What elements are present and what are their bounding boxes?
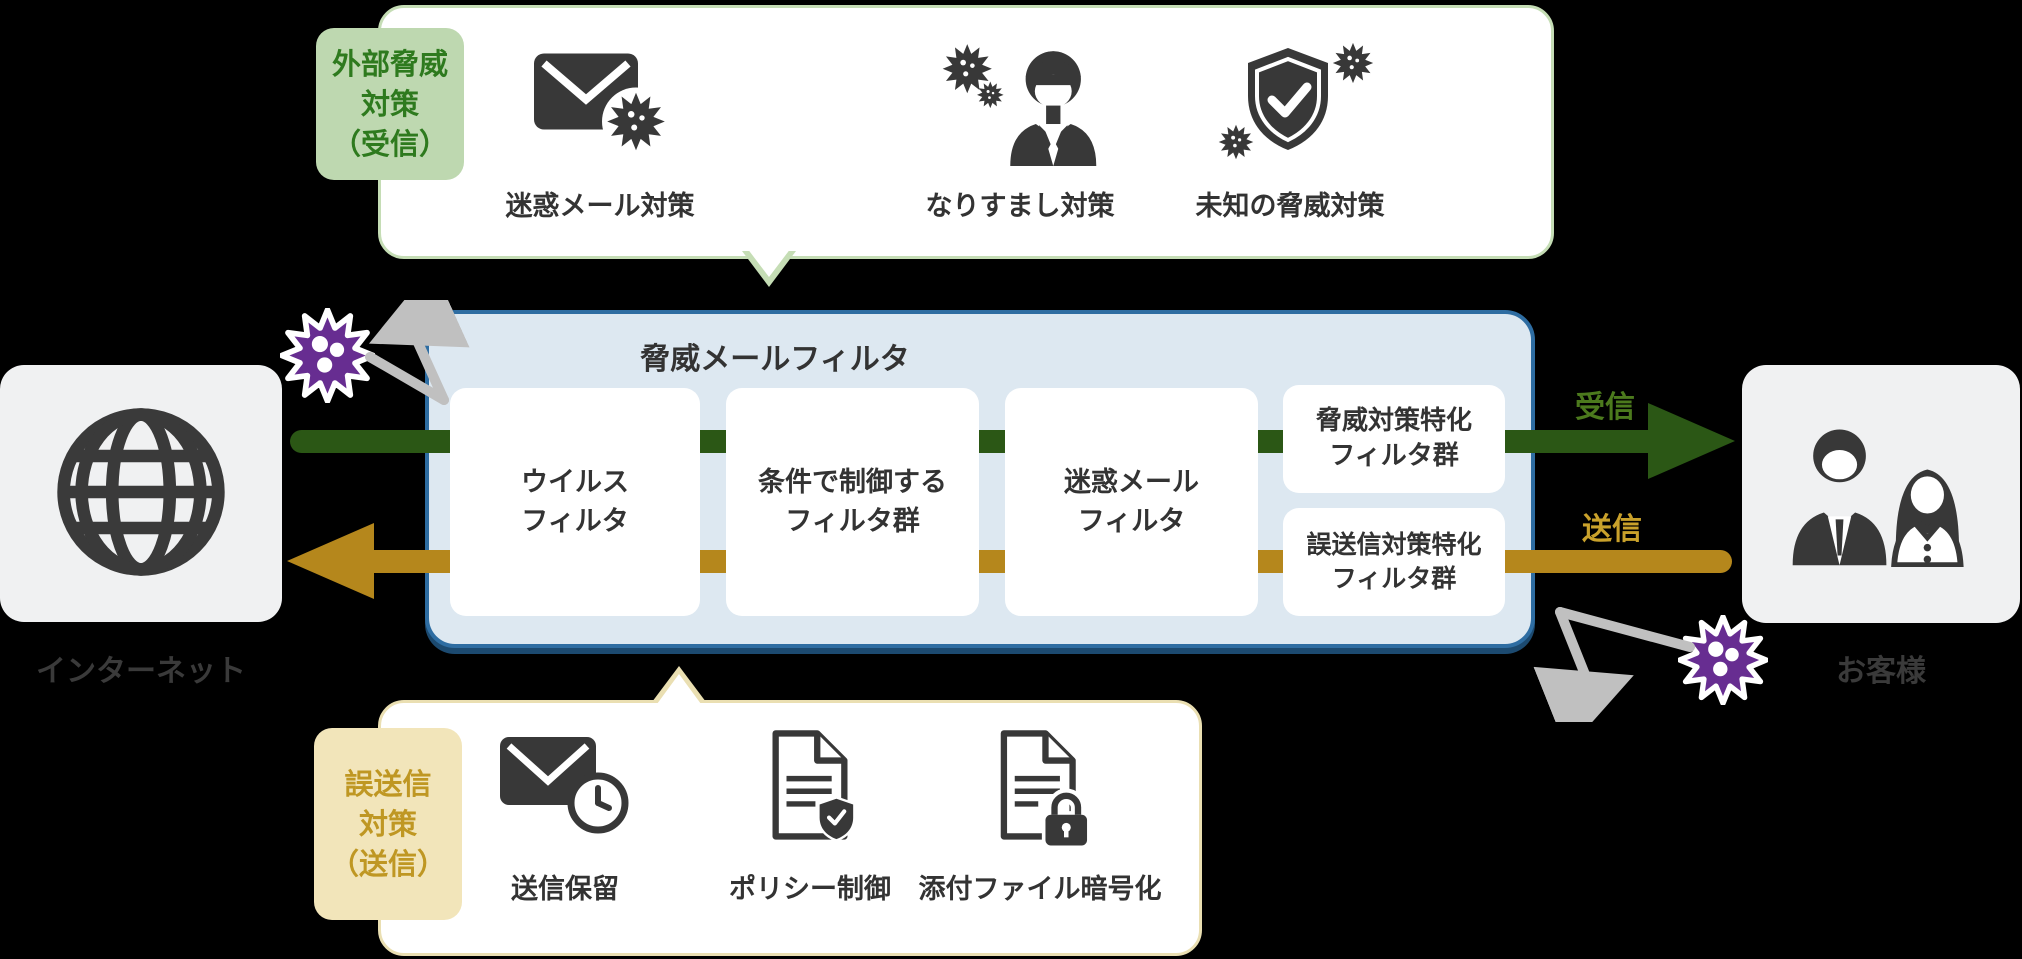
filter-line: ウイルス (521, 466, 629, 498)
document-shield-icon (754, 728, 866, 854)
feature-caption: 添付ファイル暗号化 (918, 874, 1162, 905)
feature-send-hold: 送信保留 (415, 728, 715, 906)
deflect-arrow-left (365, 300, 470, 405)
receive-flow-arrowhead (1648, 403, 1735, 479)
missend-label-line1: 誤送信 (344, 766, 432, 801)
filter-line: フィルタ (521, 506, 629, 537)
deflect-arrow-right (1533, 607, 1695, 722)
feature-impersonation-countermeasure: なりすまし対策 (870, 38, 1170, 223)
document-lock-icon (982, 728, 1099, 854)
missend-label-line2: 対策 (358, 806, 417, 841)
filter-line: フィルタ群 (1331, 564, 1457, 593)
filter-line: 迷惑メール (1064, 466, 1199, 498)
impersonator-icon (933, 38, 1108, 170)
shield-check-icon (1206, 38, 1374, 172)
mail-virus-icon (530, 38, 670, 160)
feature-caption: 未知の脅威対策 (1195, 191, 1385, 222)
send-flow-arrowhead (287, 523, 374, 599)
feature-caption: なりすまし対策 (925, 191, 1115, 222)
filter-line: 誤送信対策特化 (1306, 530, 1482, 560)
customer-label: お客様 (1836, 654, 1926, 689)
spam-filter-box: 迷惑メール フィルタ (1005, 388, 1258, 616)
external-threat-label-line1: 外部脅威 (331, 46, 448, 81)
feature-policy-control: ポリシー制御 (660, 728, 960, 906)
threat-specialized-filter-box: 脅威対策特化 フィルタ群 (1283, 385, 1505, 493)
receive-flow-label: 受信 (1575, 390, 1635, 425)
filter-line: フィルタ群 (785, 506, 920, 537)
people-icon (1779, 417, 1984, 571)
feature-caption: 送信保留 (511, 874, 619, 905)
condition-filter-box: 条件で制御する フィルタ群 (726, 388, 979, 616)
globe-icon (51, 402, 231, 586)
external-threat-label: 外部脅威 対策 （受信） (316, 28, 464, 180)
virus-filter-box: ウイルス フィルタ (450, 388, 700, 616)
top-panel-pointer-fill (747, 248, 791, 277)
send-flow-label: 送信 (1582, 512, 1642, 547)
internet-label: インターネット (36, 654, 246, 689)
missend-label: 誤送信 対策 （送信） (314, 728, 462, 920)
missend-label-line3: （送信） (329, 847, 446, 881)
filter-line: フィルタ (1077, 506, 1186, 537)
filter-line: 条件で制御する (758, 466, 947, 498)
customer-node (1742, 365, 2020, 623)
feature-caption: ポリシー制御 (729, 874, 891, 905)
bottom-panel-pointer-fill (657, 674, 701, 704)
feature-attachment-encryption: 添付ファイル暗号化 (890, 728, 1190, 906)
filter-line: 脅威対策特化 (1315, 405, 1472, 436)
mail-clock-icon (498, 728, 633, 844)
feature-spam-countermeasure: 迷惑メール対策 (450, 38, 750, 223)
external-threat-label-line3: （受信） (331, 127, 448, 161)
threat-mail-filter-title: 脅威メールフィルタ (640, 342, 910, 377)
missend-specialized-filter-box: 誤送信対策特化 フィルタ群 (1283, 508, 1505, 616)
feature-caption: 迷惑メール対策 (505, 191, 695, 222)
external-threat-label-line2: 対策 (360, 86, 419, 121)
internet-node (0, 365, 282, 622)
filter-line: フィルタ群 (1329, 441, 1459, 471)
feature-unknown-threat-countermeasure: 未知の脅威対策 (1140, 38, 1440, 223)
